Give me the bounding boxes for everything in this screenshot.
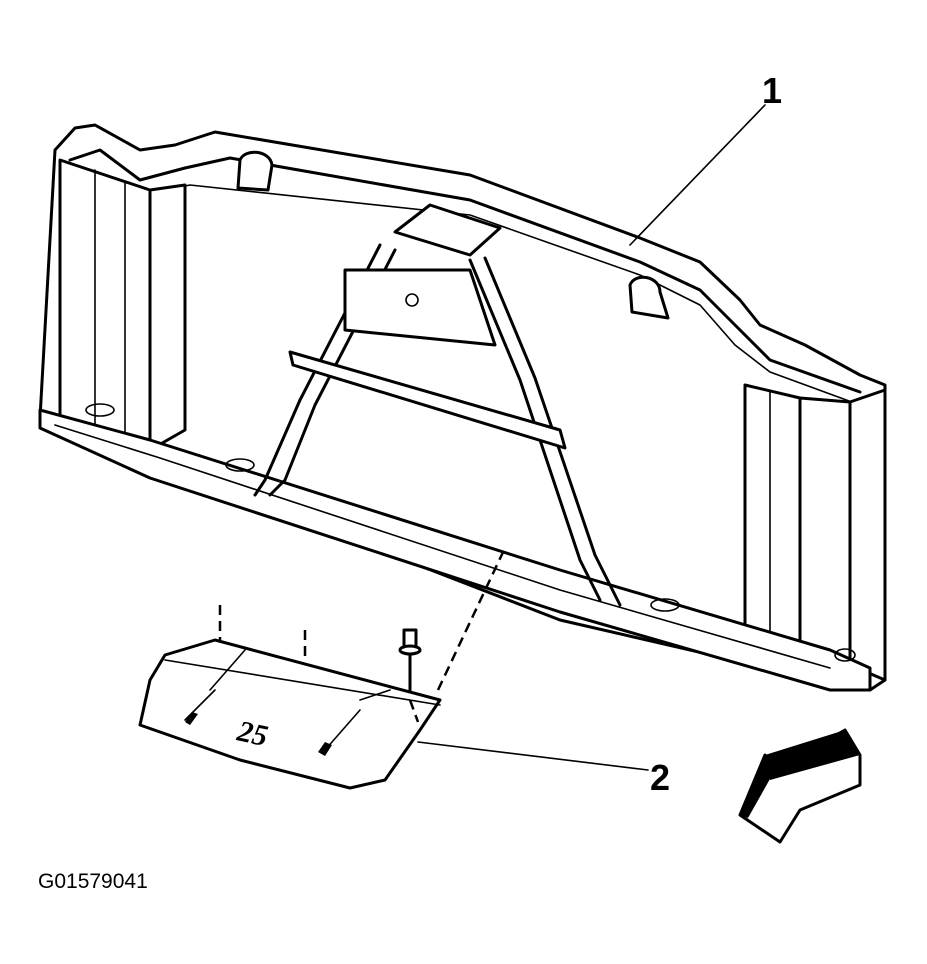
leader-line-2 (417, 741, 649, 771)
leader-line-1 (629, 104, 766, 246)
radiator-support (38, 123, 887, 692)
figure-id: G01579041 (38, 870, 148, 893)
air-deflector: 25 (138, 638, 442, 790)
front-direction-arrow-icon (738, 728, 862, 844)
alignment-line (436, 547, 507, 691)
callout-2: 2 (650, 757, 670, 798)
callout-1: 1 (762, 70, 782, 111)
fastener-bolt (398, 628, 422, 723)
part-stamp: 25 (234, 714, 271, 753)
